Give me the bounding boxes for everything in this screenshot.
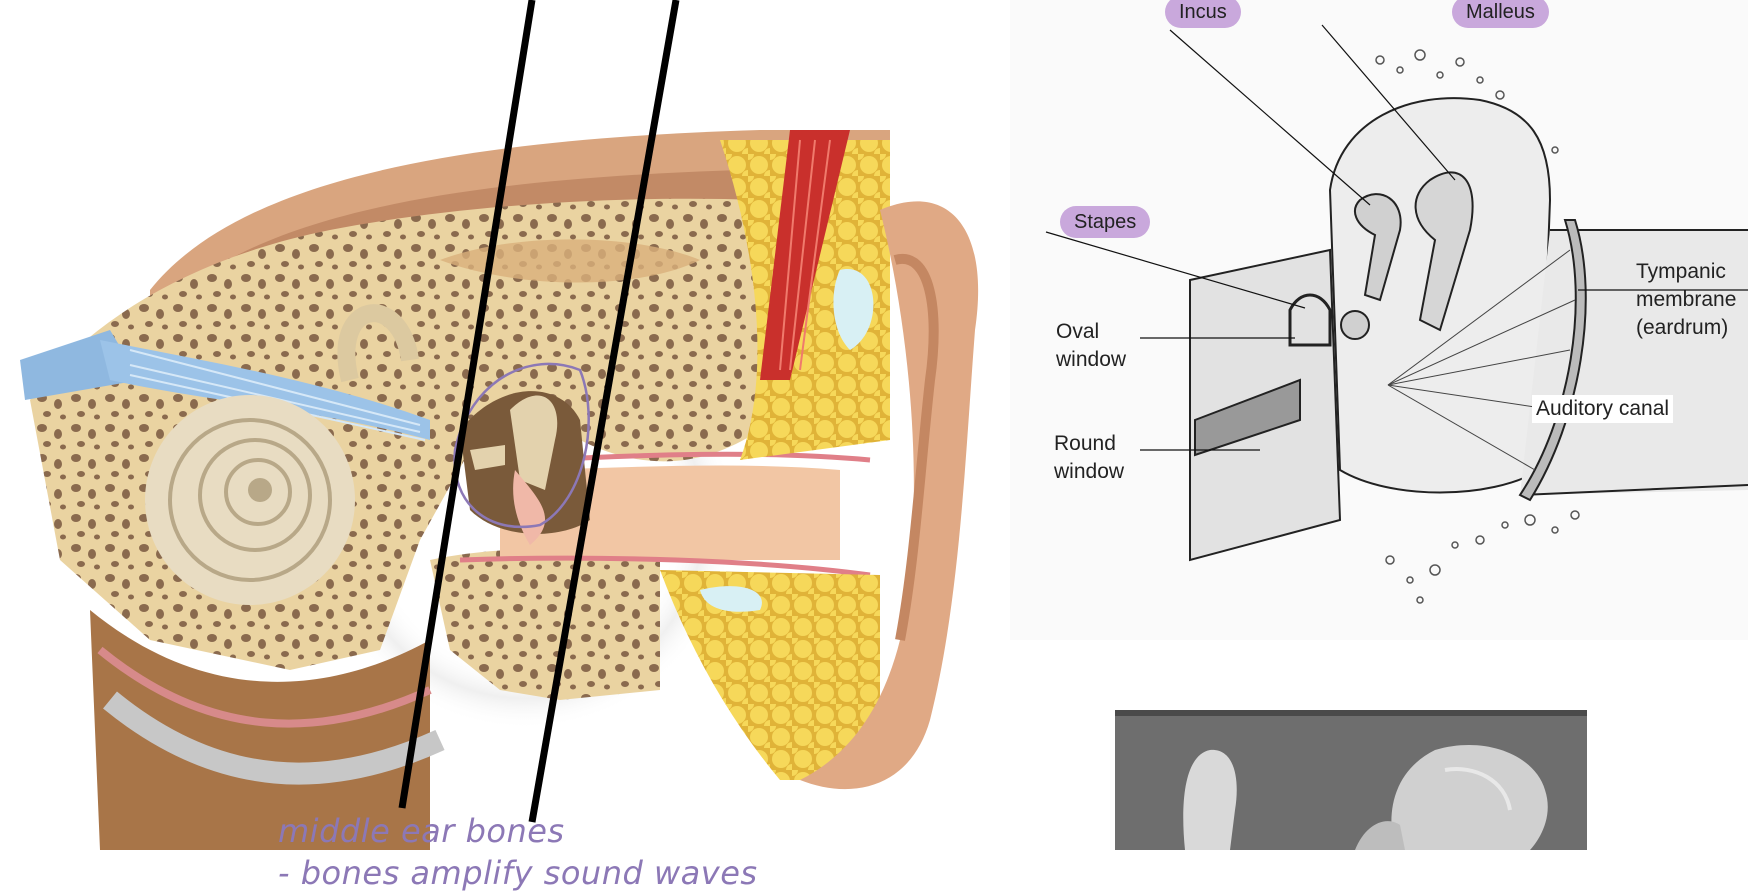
ossicles — [510, 395, 558, 490]
fat-tissue-lower — [660, 570, 880, 780]
tympanic-membrane-shape — [1518, 219, 1587, 502]
canal-bottom-wall — [1519, 484, 1748, 496]
muscle-fibers — [779, 139, 831, 371]
schematic-drawing — [1045, 24, 1748, 604]
micrograph-bone-left — [1183, 749, 1237, 850]
cochlea-turn-3 — [224, 458, 292, 526]
handwritten-note-line2: - bones amplify sound waves — [278, 854, 758, 892]
stapes-head — [1340, 310, 1370, 340]
ear-cross-section-illustration: middle ear bones - bones amplify sound w… — [20, 0, 979, 892]
stapes-shape — [1288, 293, 1332, 347]
cochlea-center — [248, 478, 272, 502]
micrograph-highlight — [1444, 767, 1512, 811]
label-auditory-canal: Auditory canal — [1532, 395, 1674, 423]
label-round-window: Round window — [1054, 432, 1125, 483]
label-stapes: Stapes — [1060, 206, 1151, 238]
muscle — [760, 130, 850, 380]
bone-speckles-bottom — [1385, 510, 1580, 604]
ear-anatomy-drawing — [20, 0, 979, 850]
cochlea-turn-1 — [168, 418, 332, 582]
micrograph-bone-middle — [1355, 821, 1405, 850]
label-incus: Incus — [1165, 0, 1241, 28]
semicircular-canal — [337, 304, 419, 383]
label-tympanic-membrane: Tympanic membrane (eardrum) — [1636, 260, 1737, 339]
cartilage-lower — [700, 586, 762, 612]
lower-vessel — [97, 646, 432, 728]
canal-lining-bottom — [459, 555, 871, 578]
annotation-line-right — [528, 0, 680, 823]
micrograph-bone-right — [1391, 744, 1548, 850]
ossicles-circle-annotation — [453, 362, 590, 529]
eardrum-rays — [1387, 249, 1576, 471]
cochlea-turn-2 — [198, 438, 312, 552]
handwritten-note-line1: middle ear bones — [278, 812, 565, 850]
cartilage-upper — [833, 269, 874, 350]
annotation-line-left — [398, 0, 536, 809]
malleus-shape — [1414, 171, 1474, 332]
label-malleus: Malleus — [1452, 0, 1549, 28]
middle-ear-schematic: Incus Malleus Stapes Oval window Round w… — [1010, 0, 1748, 640]
micrograph-image — [1115, 710, 1587, 850]
incus-shape — [1354, 193, 1402, 302]
pinna-fold — [893, 253, 939, 641]
ossicles-micrograph — [1115, 710, 1587, 850]
leader-lines — [1045, 24, 1748, 451]
inner-ear-duct — [1194, 378, 1301, 457]
lower-membrane — [103, 691, 445, 785]
label-oval-window: Oval window — [1056, 320, 1127, 371]
cochlea — [145, 395, 355, 605]
lower-bone — [430, 548, 660, 700]
lower-tissue — [90, 610, 430, 850]
stapes-bone — [470, 445, 505, 470]
